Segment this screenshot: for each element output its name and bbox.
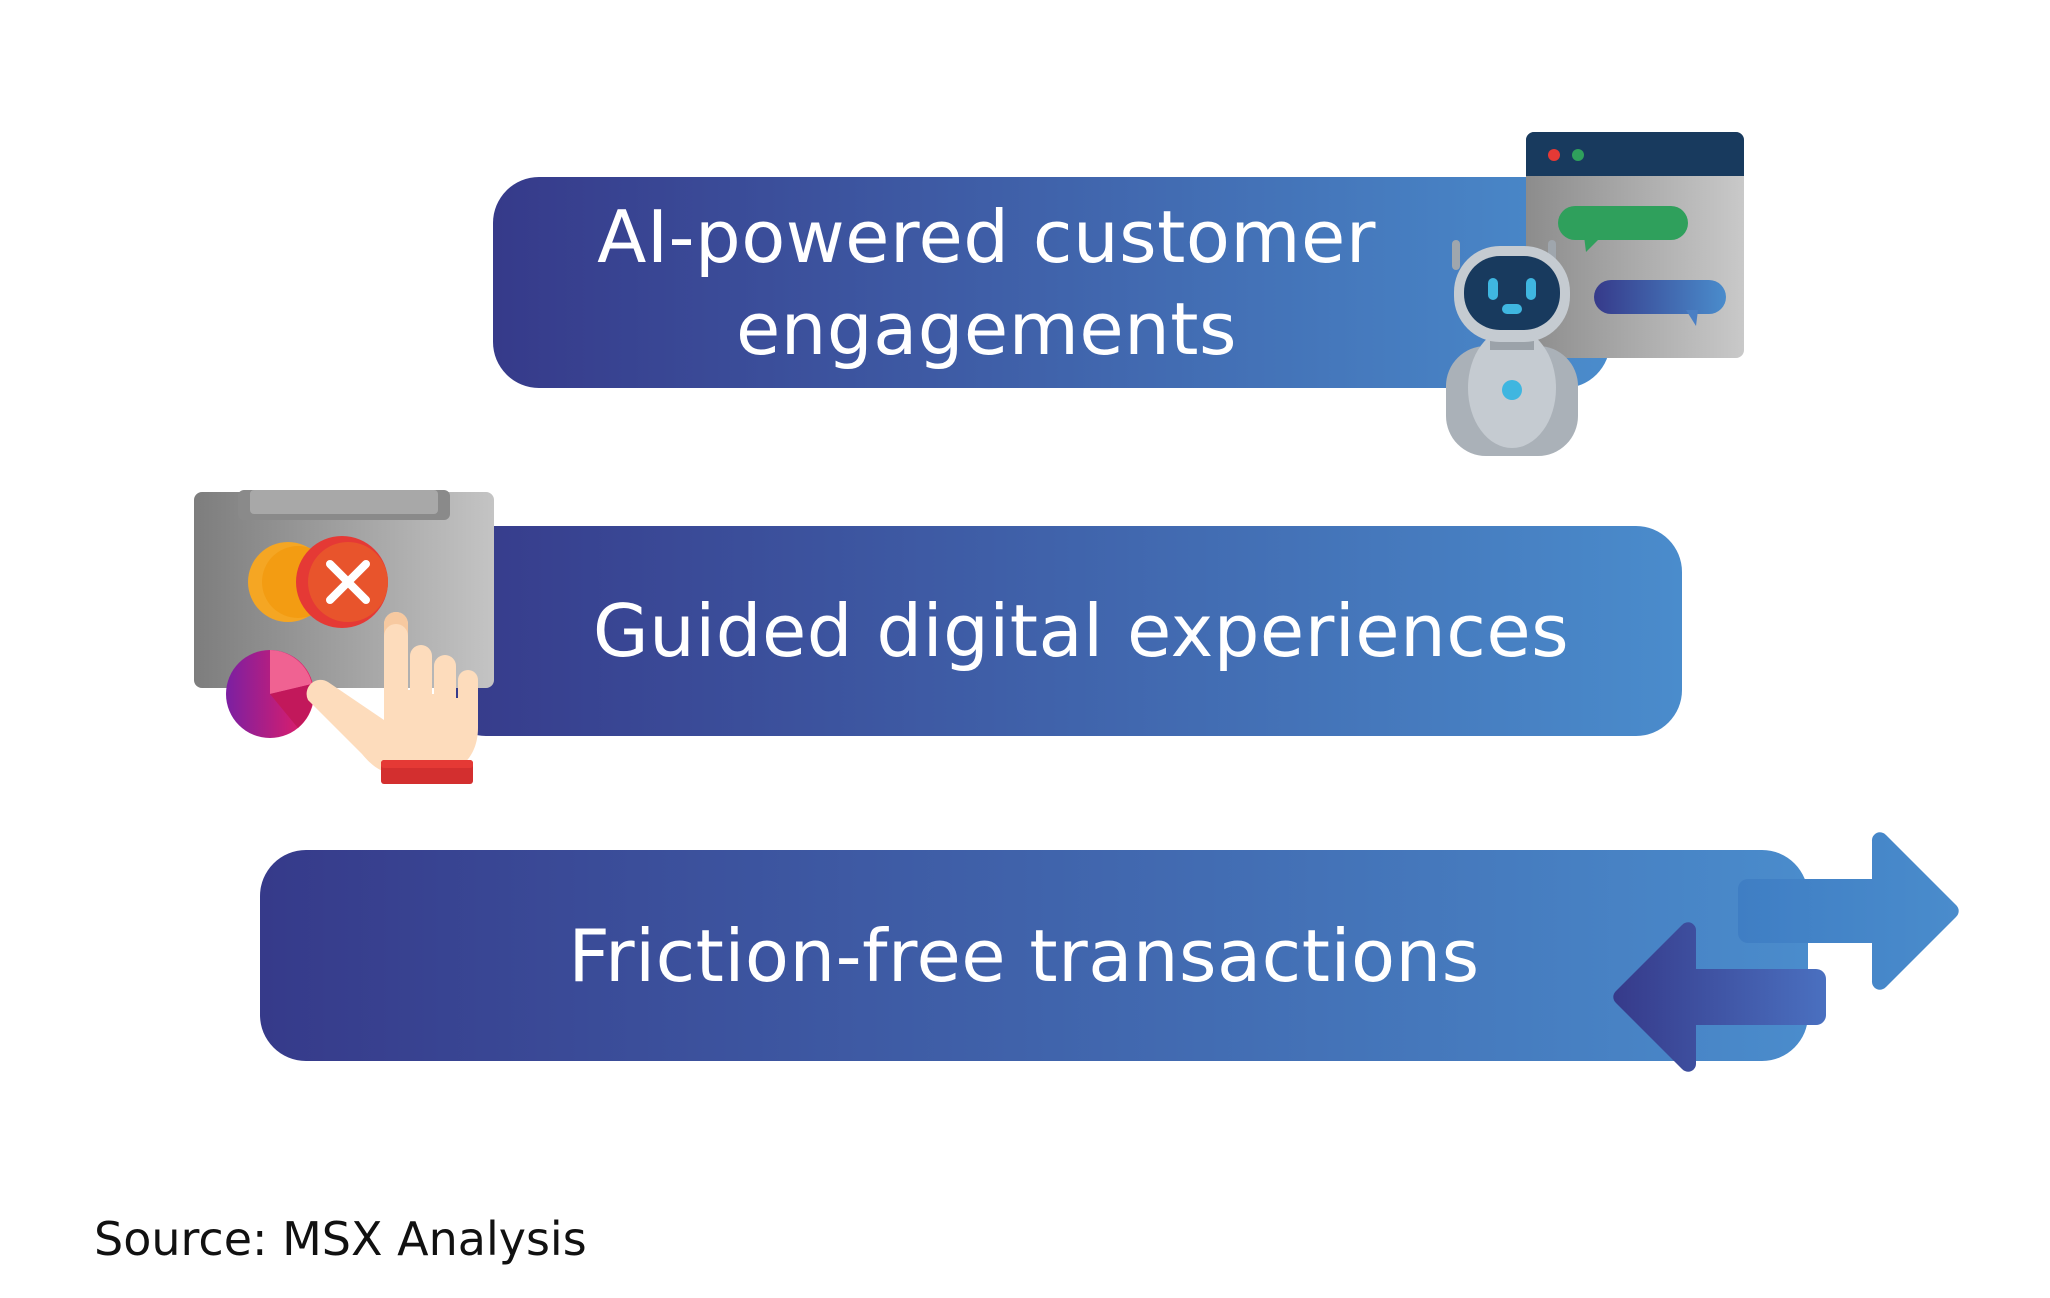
bar-ai-powered-customer-engagements: AI-powered customer engagements	[493, 177, 1610, 388]
bar-label: Guided digital experiences	[592, 589, 1570, 673]
bar-label: Friction-free transactions	[568, 913, 1480, 998]
source-note: Source: MSX Analysis	[94, 1212, 587, 1266]
bar-guided-digital-experiences: Guided digital experiences	[440, 526, 1682, 736]
exchange-arrows-icon	[1613, 832, 1959, 1072]
bar-friction-free-transactions: Friction-free transactions	[260, 850, 1808, 1061]
bar-label: AI-powered customer engagements	[597, 194, 1376, 371]
chatbot-robot-icon	[1446, 132, 1744, 456]
touchscreen-hand-icon	[194, 490, 494, 784]
